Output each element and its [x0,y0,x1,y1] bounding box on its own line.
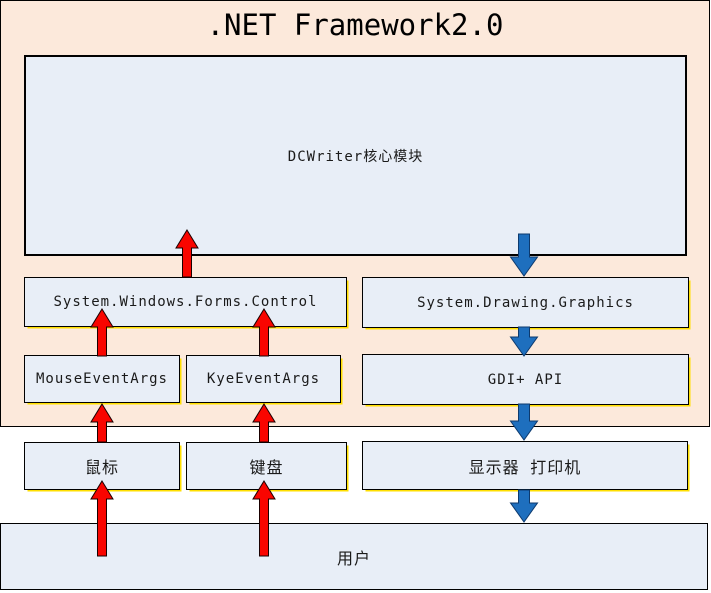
box-keyboard-label: 键盘 [249,458,284,477]
box-key-event-args-label: KyeEventArgs [206,371,321,387]
box-forms-control-label: System.Windows.Forms.Control [53,294,318,310]
box-dcwriter-core: DCWriter核心模块 [24,55,687,256]
box-mouse-label: 鼠标 [84,458,119,477]
box-key-event-args: KyeEventArgs [186,355,341,403]
blue-down-arrow-display-to-user [509,489,539,523]
box-user: 用户 [0,523,708,590]
box-mouse-event-args-label: MouseEventArgs [35,371,168,387]
box-user-label: 用户 [336,548,371,568]
box-mouse-event-args: MouseEventArgs [24,355,180,403]
box-forms-control: System.Windows.Forms.Control [24,277,347,327]
box-keyboard: 键盘 [186,442,347,490]
box-gdi-api-label: GDI+ API [487,371,564,388]
box-drawing-graphics-label: System.Drawing.Graphics [417,294,634,311]
box-display-printer: 显示器 打印机 [362,441,688,490]
box-drawing-graphics: System.Drawing.Graphics [362,277,689,328]
box-dcwriter-core-label: DCWriter核心模块 [287,148,424,165]
diagram-title: .NET Framework2.0 [206,8,504,42]
box-display-printer-label: 显示器 打印机 [468,457,582,477]
box-mouse: 鼠标 [24,442,180,490]
box-gdi-api: GDI+ API [362,354,689,405]
